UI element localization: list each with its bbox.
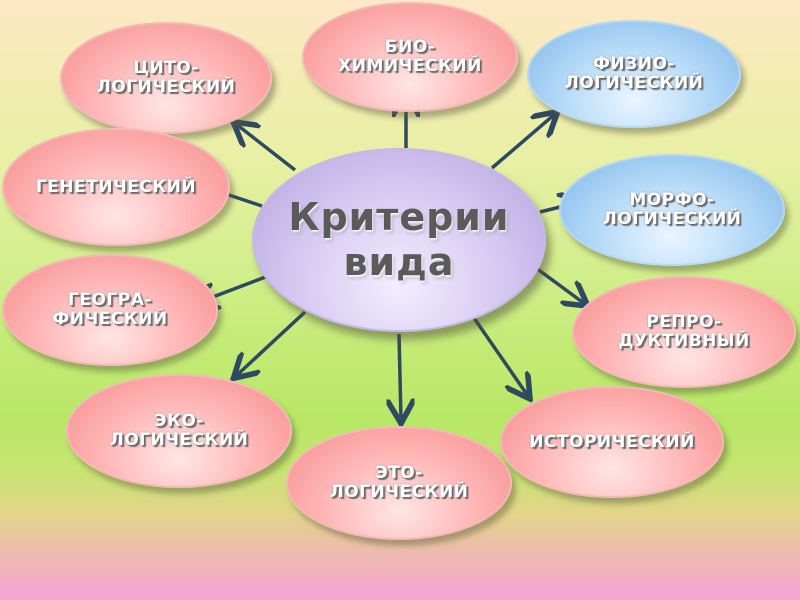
node-ecological: ЭКО- ЛОГИЧЕСКИЙ: [66, 374, 292, 488]
node-label: ГЕНЕТИЧЕСКИЙ: [35, 176, 197, 197]
node-cytological: ЦИТО- ЛОГИЧЕСКИЙ: [60, 22, 272, 134]
node-physiological: ФИЗИО- ЛОГИЧЕСКИЙ: [527, 20, 741, 128]
arrow-to-physiological: [490, 114, 555, 170]
arrow-to-historical: [472, 317, 528, 396]
arrow-to-cytological: [236, 124, 297, 172]
center-node: Критерии вида: [252, 148, 546, 332]
node-label: ЦИТО- ЛОГИЧЕСКИЙ: [96, 58, 236, 97]
node-label: ФИЗИО- ЛОГИЧЕСКИЙ: [564, 54, 704, 93]
node-ethological: ЭТО- ЛОГИЧЕСКИЙ: [286, 426, 512, 540]
node-label: РЕПРО- ДУКТИВНЫЙ: [618, 312, 750, 351]
bottom-band: [0, 582, 800, 600]
node-morphological: МОРФО- ЛОГИЧЕСКИЙ: [559, 154, 785, 266]
node-label: ИСТОРИЧЕСКИЙ: [529, 431, 695, 452]
node-reproductive: РЕПРО- ДУКТИВНЫЙ: [572, 276, 796, 388]
node-label: ЭТО- ЛОГИЧЕСКИЙ: [329, 463, 469, 502]
node-biochemical: БИО- ХИМИЧЕСКИЙ: [302, 2, 518, 112]
arrow-to-reproductive: [534, 266, 585, 304]
node-label: МОРФО- ЛОГИЧЕСКИЙ: [602, 190, 742, 229]
node-historical: ИСТОРИЧЕСКИЙ: [500, 386, 724, 498]
node-geographical: ГЕОГРА- ФИЧЕСКИЙ: [2, 254, 218, 366]
arrow-to-ethological: [399, 333, 401, 420]
node-genetic: ГЕНЕТИЧЕСКИЙ: [2, 128, 230, 246]
arrow-to-ecological: [236, 310, 307, 376]
center-label: Критерии вида: [288, 195, 510, 284]
node-label: ГЕОГРА- ФИЧЕСКИЙ: [52, 290, 168, 329]
node-label: БИО- ХИМИЧЕСКИЙ: [338, 37, 482, 76]
node-label: ЭКО- ЛОГИЧЕСКИЙ: [109, 411, 249, 450]
